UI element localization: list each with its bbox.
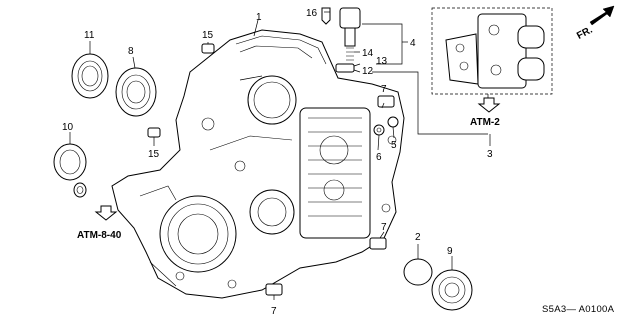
atm2-reference-arrow xyxy=(477,97,501,113)
fr-direction-arrow-icon xyxy=(589,5,615,26)
solenoid-assembly-inset xyxy=(431,7,553,95)
shim-disc-2 xyxy=(403,258,433,286)
callout-16: 16 xyxy=(306,8,318,19)
callout-7-upper: 7 xyxy=(381,84,387,95)
callout-6: 6 xyxy=(376,152,382,163)
bearing-9 xyxy=(431,269,473,311)
callout-12: 12 xyxy=(362,66,374,77)
callout-8: 8 xyxy=(128,46,134,57)
washer-6 xyxy=(373,124,385,136)
fr-direction-label: FR. xyxy=(575,25,595,42)
callout-10: 10 xyxy=(62,122,74,133)
callout-1: 1 xyxy=(256,12,262,23)
callout-7-lower: 7 xyxy=(271,306,277,317)
callout-13: 13 xyxy=(376,56,388,67)
dowel-pin-7-lower xyxy=(265,283,283,296)
callout-9: 9 xyxy=(447,246,453,257)
callout-14: 14 xyxy=(362,48,374,59)
dowel-pin-7-middle xyxy=(369,237,387,250)
callout-2: 2 xyxy=(415,232,421,243)
leader-lines xyxy=(69,11,491,300)
diagram-code: S5A3— A0100A xyxy=(542,304,615,315)
dowel-pin-15-bottom xyxy=(147,127,161,138)
callout-7-middle: 7 xyxy=(381,222,387,233)
callout-11: 11 xyxy=(84,30,95,41)
callout-labels: 1 2 3 4 5 6 7 7 7 8 9 10 11 12 13 14 15 … xyxy=(62,8,493,317)
callout-3: 3 xyxy=(487,149,493,160)
atm840-reference-arrow xyxy=(94,205,118,221)
callout-15-bottom: 15 xyxy=(148,149,160,160)
atm2-reference-label: ATM-2 xyxy=(470,117,500,128)
callout-5: 5 xyxy=(391,140,397,151)
oil-seal-10 xyxy=(53,143,87,181)
callout-4: 4 xyxy=(410,38,416,49)
plug-part xyxy=(73,182,87,198)
bolt-5 xyxy=(387,116,399,128)
ball-bearing-8 xyxy=(115,67,157,117)
atm840-reference-label: ATM-8-40 xyxy=(77,230,122,241)
oil-seal-11 xyxy=(71,53,109,99)
callout-15-top: 15 xyxy=(202,30,214,41)
transmission-housing xyxy=(111,29,405,299)
dowel-pin-7-upper xyxy=(377,95,395,108)
dowel-pin-15-top xyxy=(201,43,215,54)
